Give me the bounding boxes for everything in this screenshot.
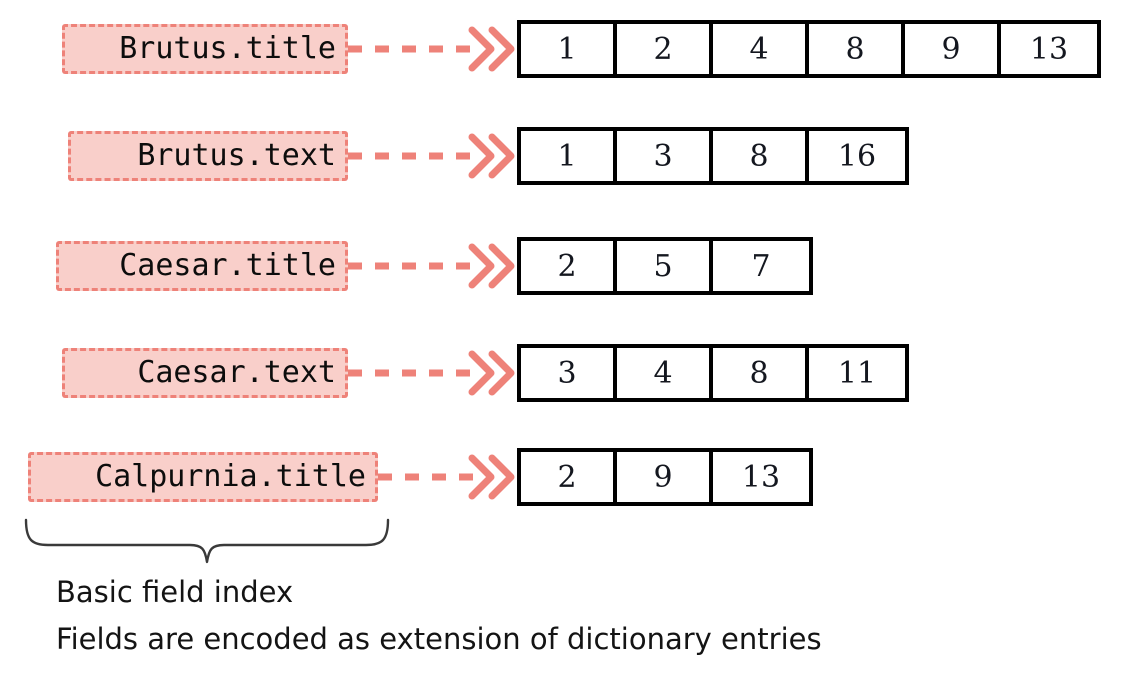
posting-cell: 8 [809, 24, 905, 74]
caption-line-1: Basic field index [56, 575, 294, 609]
term-label-text: Caesar.text [137, 355, 336, 390]
term-label-box: Caesar.title [56, 241, 348, 291]
posting-cell: 9 [905, 24, 1001, 74]
posting-cell: 1 [521, 131, 617, 181]
posting-cell: 11 [809, 348, 905, 398]
double-chevron-right-icon [348, 350, 518, 396]
caption-line-2: Fields are encoded as extension of dicti… [56, 622, 822, 656]
double-chevron-right-icon [348, 243, 518, 289]
term-label-box: Calpurnia.title [28, 452, 378, 502]
postings-list: 1 2 4 8 9 13 [517, 20, 1101, 78]
posting-cell: 8 [713, 131, 809, 181]
posting-cell: 13 [1001, 24, 1097, 74]
term-label-text: Brutus.title [119, 31, 336, 66]
posting-cell: 4 [713, 24, 809, 74]
posting-cell: 2 [521, 241, 617, 291]
posting-cell: 3 [617, 131, 713, 181]
posting-cell: 5 [617, 241, 713, 291]
posting-cell: 8 [713, 348, 809, 398]
posting-cell: 9 [617, 452, 713, 502]
posting-cell: 2 [521, 452, 617, 502]
postings-list: 2 5 7 [517, 237, 813, 295]
double-chevron-right-icon [348, 26, 518, 72]
posting-cell: 16 [809, 131, 905, 181]
posting-cell: 7 [713, 241, 809, 291]
double-chevron-right-icon [348, 133, 518, 179]
postings-list: 3 4 8 11 [517, 344, 909, 402]
posting-cell: 3 [521, 348, 617, 398]
postings-list: 1 3 8 16 [517, 127, 909, 185]
term-label-text: Caesar.title [119, 248, 336, 283]
posting-cell: 13 [713, 452, 809, 502]
term-label-text: Brutus.text [137, 138, 336, 173]
term-label-box: Brutus.title [62, 24, 348, 74]
posting-cell: 2 [617, 24, 713, 74]
term-label-box: Caesar.text [62, 348, 348, 398]
postings-list: 2 9 13 [517, 448, 813, 506]
double-chevron-right-icon [378, 454, 518, 500]
term-label-box: Brutus.text [68, 131, 348, 181]
term-label-text: Calpurnia.title [95, 459, 366, 494]
curly-brace-down-icon [22, 518, 392, 570]
posting-cell: 4 [617, 348, 713, 398]
posting-cell: 1 [521, 24, 617, 74]
